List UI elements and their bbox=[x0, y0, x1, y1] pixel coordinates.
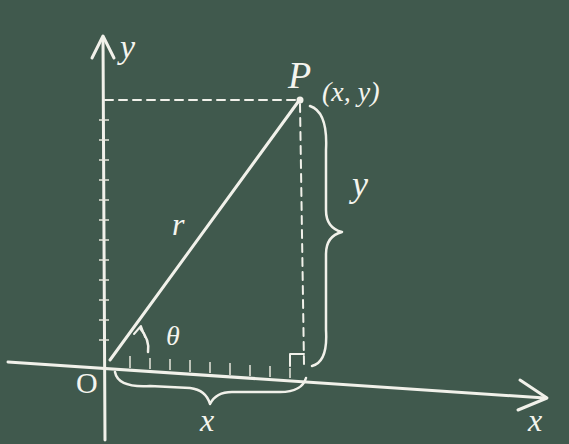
angle-arrowhead bbox=[134, 326, 145, 337]
angle-arc bbox=[140, 328, 148, 352]
y-brace bbox=[310, 106, 342, 366]
dashed-guide bbox=[300, 104, 304, 364]
length-label: y bbox=[352, 166, 368, 202]
angle-label: θ bbox=[166, 322, 180, 350]
axis-ticks bbox=[99, 120, 290, 378]
length-label: x bbox=[200, 404, 214, 436]
y-axis bbox=[103, 38, 105, 440]
coordinate-label: (x, y) bbox=[322, 78, 380, 106]
x-brace bbox=[115, 372, 306, 404]
right-angle-mark bbox=[290, 354, 304, 366]
dashed-guide bbox=[105, 99, 296, 101]
axis-label: y bbox=[120, 30, 135, 64]
y-axis-arrowhead bbox=[92, 36, 114, 58]
origin-label: O bbox=[76, 368, 98, 398]
point-label: P bbox=[288, 56, 311, 94]
axis-label: x bbox=[528, 404, 542, 436]
radius-label: r bbox=[172, 208, 184, 240]
radius-line bbox=[110, 102, 298, 360]
point-p bbox=[297, 97, 304, 104]
